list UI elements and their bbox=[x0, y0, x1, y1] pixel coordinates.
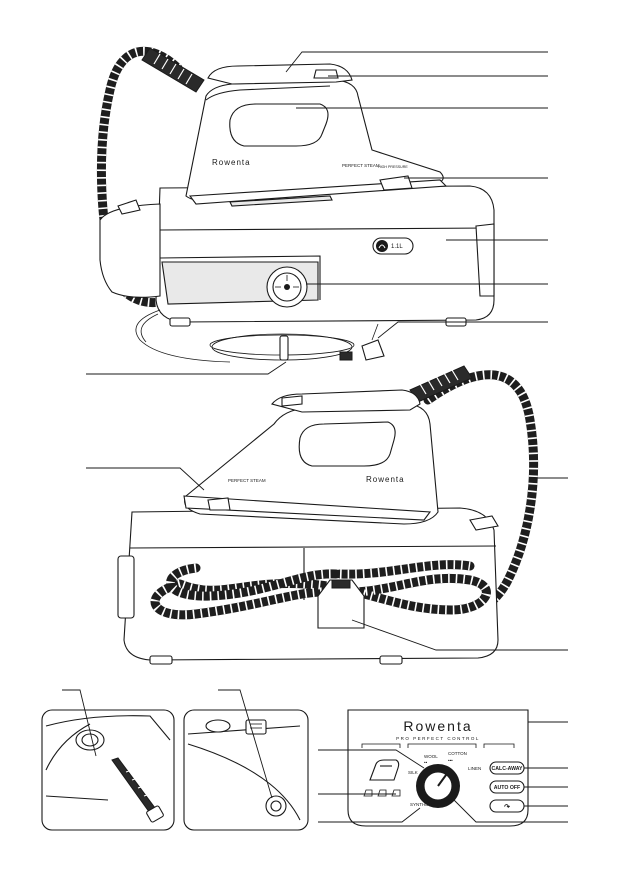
iron-handle-opening-front bbox=[299, 422, 395, 466]
svg-text:••: •• bbox=[424, 760, 428, 765]
svg-text:•••: ••• bbox=[448, 758, 453, 763]
calc-away-button[interactable]: CALC-AWAY bbox=[490, 762, 524, 774]
steam-trigger[interactable] bbox=[314, 70, 338, 78]
svg-text:SILK: SILK bbox=[408, 770, 418, 775]
svg-text:WOOL: WOOL bbox=[424, 754, 438, 759]
descaling-dial[interactable] bbox=[267, 267, 307, 307]
svg-text:LINEN: LINEN bbox=[468, 766, 481, 771]
detail-descale-cap bbox=[184, 710, 308, 830]
brand-logo-side: Rowenta bbox=[212, 158, 251, 167]
svg-text:1.1L: 1.1L bbox=[391, 244, 403, 250]
steam-button[interactable]: ↷ bbox=[490, 800, 524, 812]
svg-text:PERFECT STEAM: PERFECT STEAM bbox=[228, 478, 266, 483]
svg-text:AUTO OFF: AUTO OFF bbox=[494, 785, 520, 791]
station-front-view: Rowenta PERFECT STEAM bbox=[118, 366, 534, 664]
steam-icon: ↷ bbox=[504, 804, 510, 811]
descale-cap[interactable] bbox=[266, 796, 286, 816]
tank-capacity-badge: 1.1L bbox=[373, 238, 413, 254]
svg-text:HIGH PRESSURE: HIGH PRESSURE bbox=[378, 165, 408, 169]
svg-text:CALC-AWAY: CALC-AWAY bbox=[492, 766, 523, 772]
brand-logo-front: Rowenta bbox=[366, 475, 405, 484]
steam-trigger-front[interactable] bbox=[282, 396, 302, 406]
iron-handle-opening bbox=[230, 104, 328, 146]
detail-drain-plug bbox=[42, 710, 174, 830]
brand-logo-panel: Rowenta bbox=[403, 718, 472, 734]
svg-text:PERFECT STEAM: PERFECT STEAM bbox=[342, 163, 380, 168]
station-side-view: 1.1L Rowenta PERFECT STEAM HIGH PRESSURE bbox=[100, 48, 494, 362]
svg-text:SYNTHETIC: SYNTHETIC bbox=[410, 802, 436, 807]
auto-off-button[interactable]: AUTO OFF bbox=[490, 781, 524, 793]
control-panel: Rowenta PRO PERFECT CONTROL WOOL COTTON … bbox=[348, 710, 528, 826]
svg-text:PRO PERFECT CONTROL: PRO PERFECT CONTROL bbox=[396, 736, 480, 741]
svg-text:COTTON: COTTON bbox=[448, 751, 467, 756]
